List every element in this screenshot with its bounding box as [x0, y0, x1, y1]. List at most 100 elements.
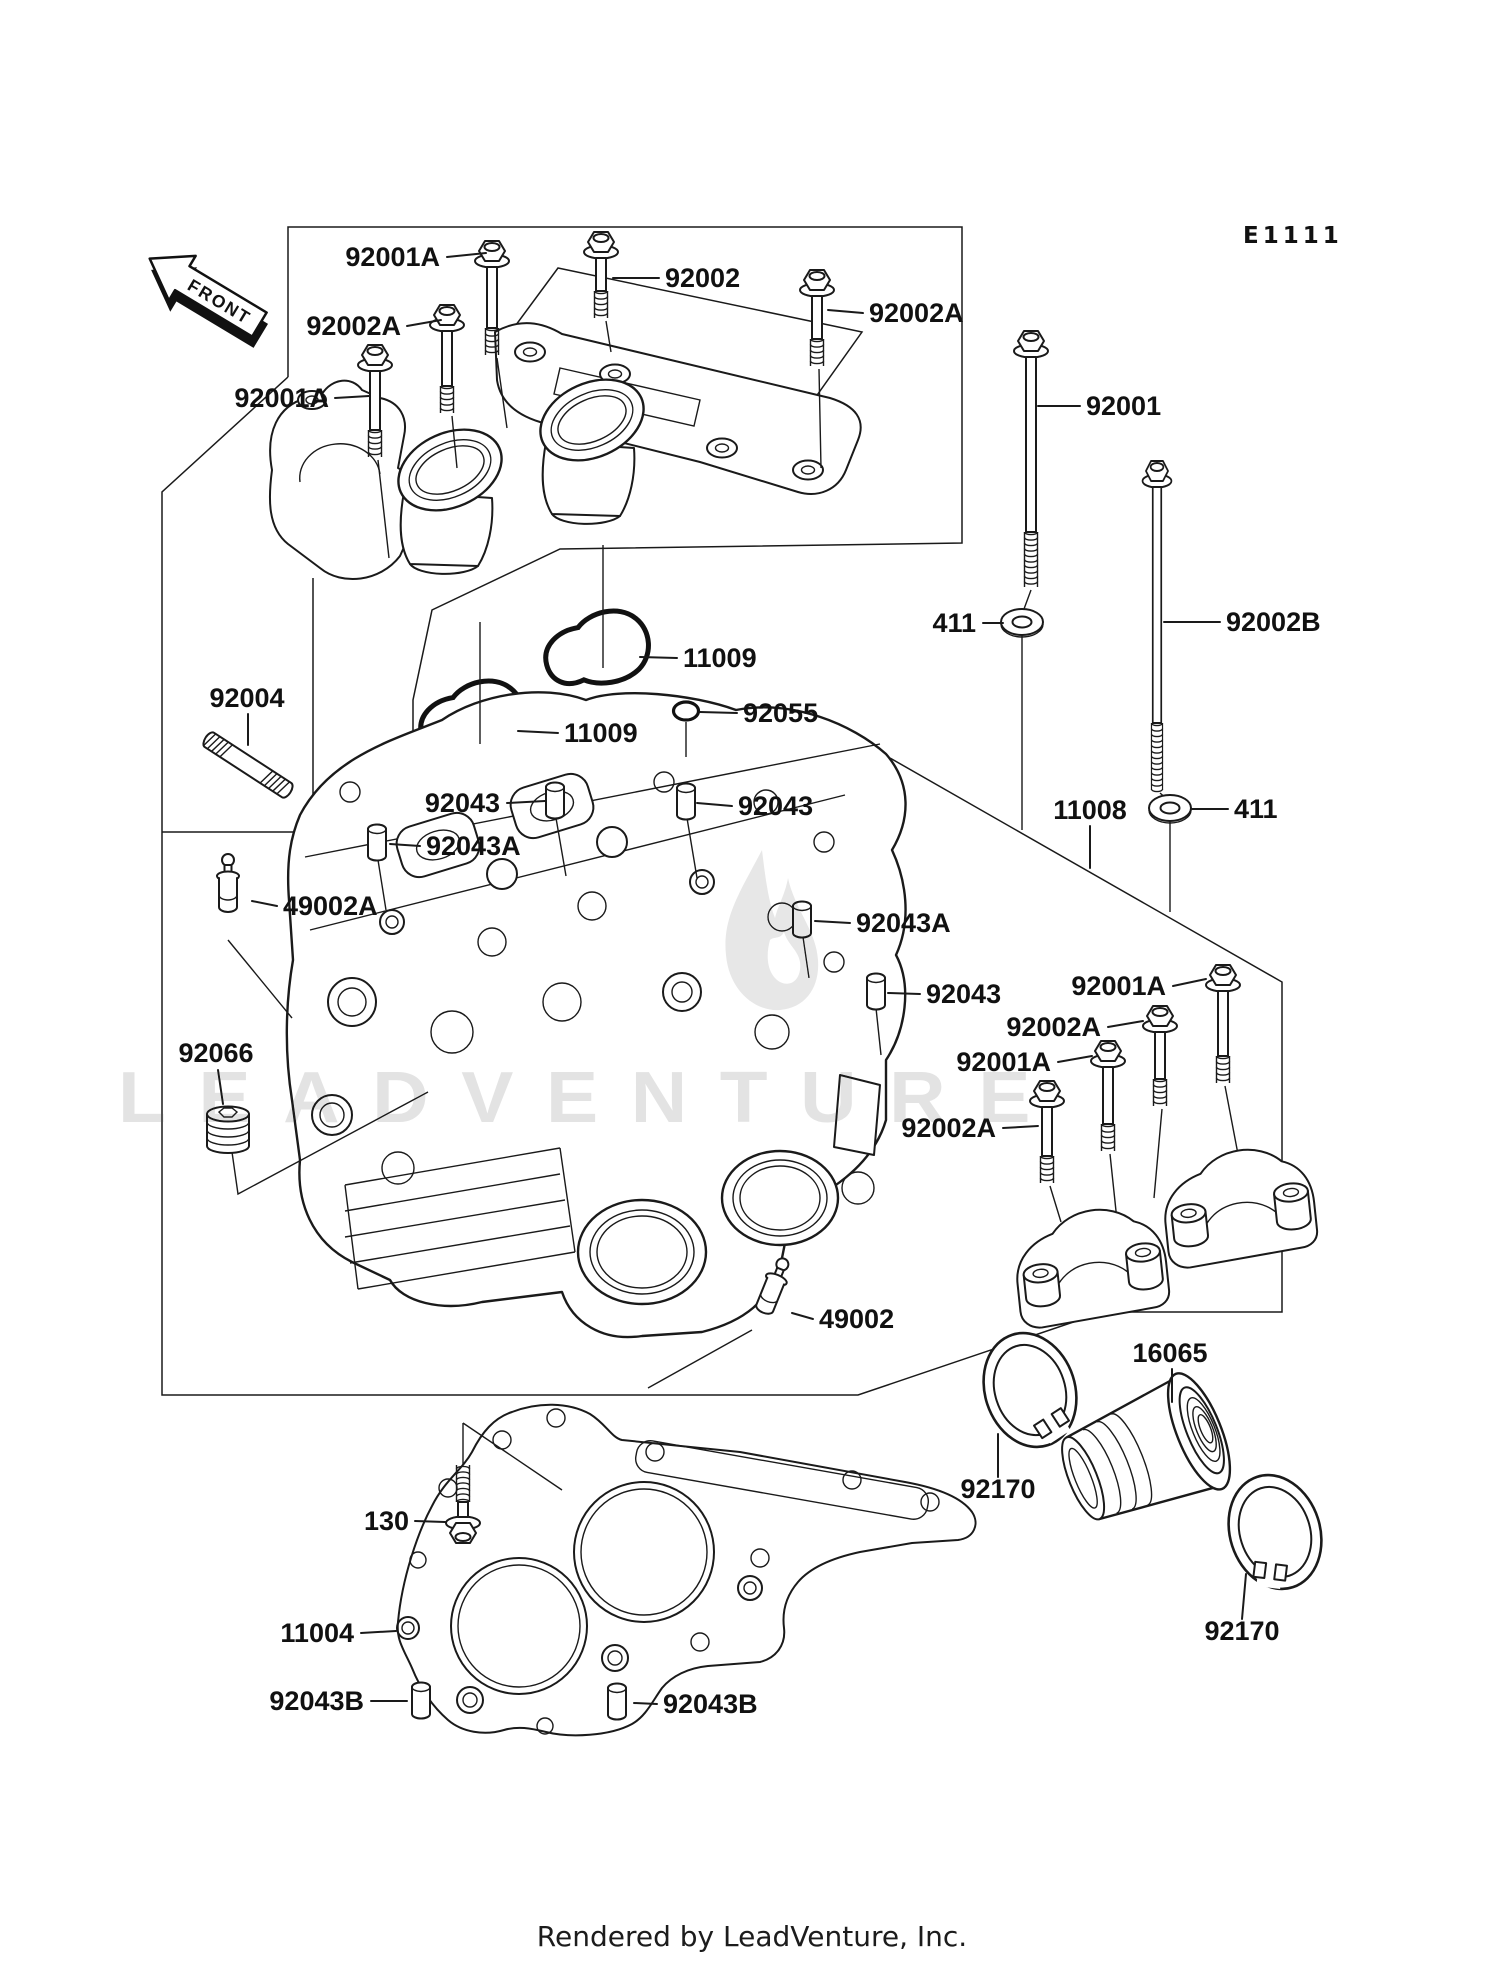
leader-line-92001a: [1172, 978, 1207, 987]
dowel-92043B-b: [607, 1682, 627, 1721]
bolt-92002A-d: [1029, 1080, 1065, 1183]
leader-line-130: [414, 1520, 446, 1523]
bolt-92001A-d: [1090, 1040, 1126, 1151]
leader-line-92002a: [827, 309, 864, 314]
front-arrow-plate: [148, 254, 268, 338]
stud-92004: [202, 731, 294, 799]
leader-line-11009: [517, 730, 559, 734]
leader-line-92043: [696, 802, 733, 807]
part-label-92170-28[interactable]: 92170: [1204, 1616, 1279, 1646]
part-label-92001a-22[interactable]: 92001A: [1071, 971, 1166, 1001]
part-label-411-8[interactable]: 411: [1234, 794, 1278, 824]
part-label-92002a-23[interactable]: 92002A: [1006, 1012, 1101, 1042]
dowel-92043-c: [866, 972, 886, 1011]
camshaft-cap-a: [1016, 1208, 1171, 1329]
part-label-11009-12[interactable]: 11009: [564, 718, 638, 748]
leader-line-92001a: [334, 395, 370, 399]
part-label-92043b-31[interactable]: 92043B: [269, 1686, 364, 1716]
part-label-92002a-3[interactable]: 92002A: [306, 311, 401, 341]
cam-tower-b: [539, 378, 645, 525]
leader-line-92170: [1241, 1573, 1247, 1620]
leader-line-92066: [217, 1069, 224, 1105]
diagram-code: E1111: [1243, 223, 1343, 249]
leadventure-flame-logo: [725, 850, 819, 1011]
part-label-92002b-6[interactable]: 92002B: [1226, 607, 1321, 637]
bolt-92002A-c: [1142, 1005, 1178, 1106]
callout-leader-lines: [217, 252, 1247, 1705]
leader-line-92002a: [406, 319, 442, 327]
part-label-49002a-17[interactable]: 49002A: [283, 891, 378, 921]
leader-line-92002a: [1107, 1020, 1144, 1028]
footer-credit: Rendered by LeadVenture, Inc.: [537, 1920, 967, 1953]
part-number-labels: 92001A 92002 92002A 92002A 92001A 92001 92002B…: [178, 242, 1320, 1719]
part-label-92055-13[interactable]: 92055: [743, 698, 818, 728]
leadventure-watermark: LEADVENTURE: [118, 1058, 1063, 1138]
switch-49002: [755, 1257, 790, 1315]
part-label-92002-1[interactable]: 92002: [665, 263, 740, 293]
washer-411-b: [1148, 794, 1192, 824]
part-label-92043-14[interactable]: 92043: [425, 788, 500, 818]
dowel-92043A-a: [367, 823, 387, 862]
part-label-16065-26[interactable]: 16065: [1132, 1338, 1207, 1368]
dowel-92043-a: [545, 781, 565, 820]
cylinder-head-drawing: [285, 691, 907, 1339]
part-label-92001a-0[interactable]: 92001A: [345, 242, 440, 272]
leader-line-92055: [699, 711, 738, 714]
plug-92066: [206, 1105, 250, 1154]
leader-line-92002a: [1002, 1125, 1039, 1129]
part-label-92001a-24[interactable]: 92001A: [956, 1047, 1051, 1077]
part-label-92043a-18[interactable]: 92043A: [856, 908, 951, 938]
carburetor-holder-16065: [1061, 1372, 1232, 1521]
part-label-130-29[interactable]: 130: [364, 1506, 409, 1536]
dowel-92043-b: [676, 782, 696, 821]
pointer-lines: [227, 320, 1242, 1491]
bolt-130: [445, 1465, 481, 1544]
clamp-92170-a: [982, 1331, 1078, 1449]
part-label-411-7[interactable]: 411: [932, 608, 976, 638]
leader-line-92043a: [389, 843, 421, 847]
bolt-92001: [1013, 330, 1049, 587]
bolt-92001A-c: [1205, 964, 1241, 1083]
bolt-92001A-a: [474, 240, 510, 355]
bolt-92002B: [1141, 460, 1173, 793]
part-label-92066-20[interactable]: 92066: [178, 1038, 253, 1068]
front-arrow: FRONT: [148, 254, 269, 348]
part-label-92001-5[interactable]: 92001: [1086, 391, 1161, 421]
leader-line-92043b: [633, 1702, 658, 1705]
leader-line-49002: [791, 1312, 814, 1320]
cam-tower-a: [397, 428, 503, 575]
bolt-92001A-b: [357, 344, 393, 457]
leader-line-92043a: [814, 920, 851, 924]
oring-92055: [671, 700, 701, 722]
gasket-11009-a: [543, 608, 651, 686]
bolt-92002A-a: [429, 304, 465, 413]
leader-line-92001a: [1057, 1055, 1093, 1063]
dowel-92043B-a: [411, 1681, 431, 1720]
part-label-92043-15[interactable]: 92043: [738, 791, 813, 821]
part-label-92043-19[interactable]: 92043: [926, 979, 1001, 1009]
leader-line-92001a: [446, 252, 487, 258]
camshaft-cap-b: [1164, 1148, 1319, 1269]
part-label-49002-21[interactable]: 49002: [819, 1304, 894, 1334]
part-label-11009-11[interactable]: 11009: [683, 643, 757, 673]
part-label-92002a-25[interactable]: 92002A: [901, 1113, 996, 1143]
washer-411-a: [1000, 608, 1044, 638]
gasket-11004: [396, 1403, 977, 1737]
part-label-92170-27[interactable]: 92170: [960, 1474, 1035, 1504]
part-label-11004-30[interactable]: 11004: [280, 1618, 354, 1648]
part-label-92043b-32[interactable]: 92043B: [663, 1689, 758, 1719]
clamp-92170-b: [1227, 1473, 1323, 1591]
part-label-92001a-4[interactable]: 92001A: [234, 383, 329, 413]
camshaft-holder-drawing: [268, 322, 862, 581]
part-label-92004-10[interactable]: 92004: [209, 683, 284, 713]
part-label-92043a-16[interactable]: 92043A: [426, 831, 521, 861]
leader-line-49002a: [251, 900, 278, 907]
bolt-92002A-b: [799, 269, 835, 366]
part-label-11008-9[interactable]: 11008: [1053, 795, 1127, 825]
part-label-92002a-2[interactable]: 92002A: [869, 298, 964, 328]
hardware-parts: [202, 231, 1323, 1721]
leader-line-11004: [360, 1630, 397, 1634]
leader-line-92043: [506, 800, 546, 804]
